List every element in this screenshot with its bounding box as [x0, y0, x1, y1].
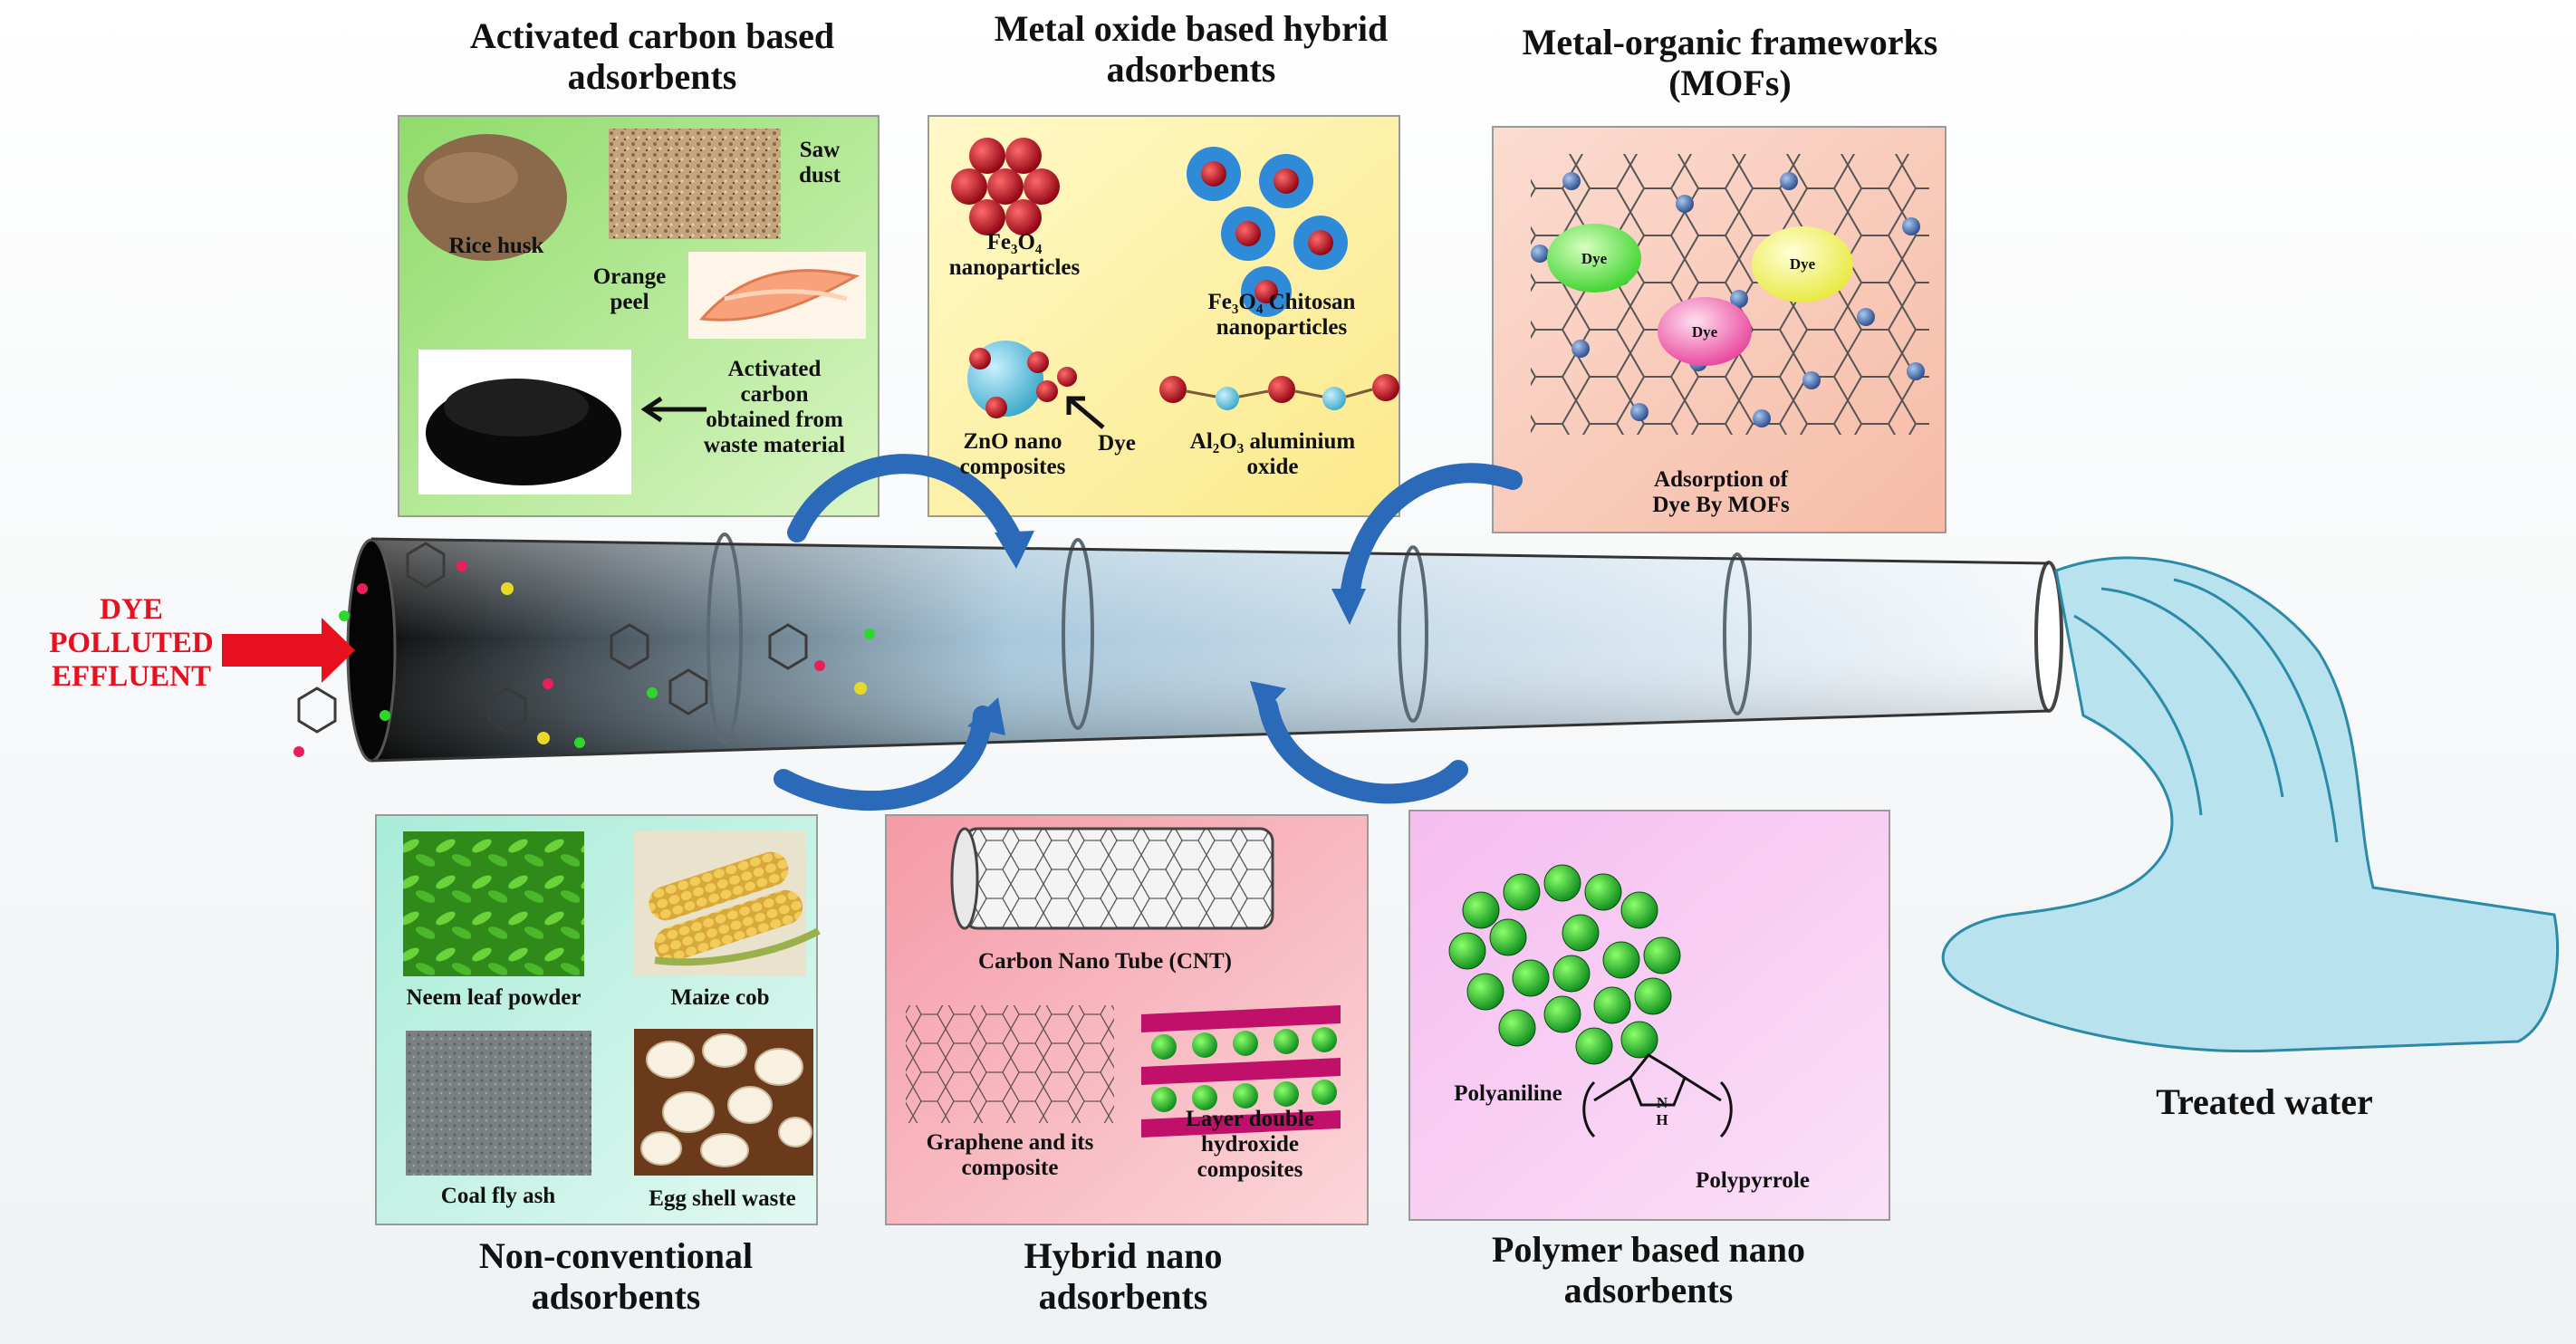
mof-dye-label-2: Dye: [1789, 255, 1816, 273]
curved-arrow-3: [1340, 463, 1523, 608]
graphene-image: [906, 1005, 1114, 1123]
cnt-label: Carbon Nano Tube (CNT): [978, 949, 1232, 974]
treated-water-label: Treated water: [2156, 1081, 2373, 1122]
polyaniline-label: Polyaniline: [1454, 1081, 1562, 1106]
inlet-arrow-icon: [222, 618, 355, 683]
arrow-pointer-icon: [1066, 396, 1105, 429]
polypyrrole-structure: [1582, 1053, 1733, 1138]
zno-label: ZnO nano composites: [959, 429, 1066, 479]
al2o3-label: Al₂O₃ aluminium oxide: [1189, 429, 1356, 479]
mof-dye-label-3: Dye: [1691, 323, 1718, 341]
coal-label: Coal fly ash: [440, 1184, 556, 1208]
ldh-image: [1141, 1005, 1341, 1138]
water-outflow-image: [1941, 556, 2560, 1053]
panel-metal-oxide: [928, 115, 1400, 517]
neem-label: Neem leaf powder: [406, 985, 582, 1010]
zno-composite-image: [967, 341, 1077, 418]
coal-fly-ash-image: [406, 1031, 591, 1176]
fe3o4-nanoparticles-image: [951, 138, 1060, 235]
rice-husk-label: Rice husk: [448, 234, 544, 258]
activated-carbon-title: Activated carbon based adsorbents: [469, 15, 835, 97]
dye-pink-molecule: [1658, 297, 1752, 366]
al2o3-image: [1159, 374, 1399, 410]
fe3o4-chitosan-image: [1187, 147, 1348, 317]
ldh-label: Layer double hydroxide composites: [1186, 1107, 1314, 1182]
curved-arrow-4: [1258, 696, 1468, 804]
mof-title: Metal-organic frameworks (MOFs): [1522, 22, 1938, 103]
arrow-left-icon: [640, 396, 706, 423]
dye-yellow-molecule: [1752, 226, 1853, 302]
dye-label: Dye: [1098, 431, 1136, 456]
curved-arrow-2: [774, 706, 993, 811]
neem-leaf-image: [403, 831, 584, 976]
egg-label: Egg shell waste: [649, 1186, 796, 1211]
pipe: [346, 533, 2063, 763]
polyaniline-image: [1448, 864, 1681, 1065]
mof-caption: Adsorption of Dye By MOFs: [1652, 467, 1790, 517]
non-conventional-title: Non-conventional adsorbents: [478, 1235, 754, 1317]
saw-dust-image: [609, 129, 781, 239]
dye-molecules-in-pipe: [297, 542, 808, 734]
fe3o4-label: Fe₃O₄ nanoparticles: [948, 230, 1081, 280]
maize-label: Maize cob: [670, 985, 770, 1010]
inlet-label: DYE POLLUTED EFFLUENT: [49, 593, 214, 693]
polymer-title: Polymer based nano adsorbents: [1492, 1229, 1805, 1310]
panel-polymer: [1408, 810, 1890, 1221]
hybrid-nano-title: Hybrid nano adsorbents: [1024, 1235, 1223, 1317]
saw-dust-label: Saw dust: [799, 138, 841, 187]
dye-green-molecule: [1547, 224, 1641, 293]
fe3o4-chitosan-label: Fe₃O₄ Chitosan nanoparticles: [1207, 290, 1356, 340]
graphene-label: Graphene and its composite: [926, 1130, 1094, 1180]
orange-peel-label: Orange peel: [592, 264, 667, 314]
metal-oxide-title: Metal oxide based hybrid adsorbents: [994, 8, 1389, 90]
activated-carbon-label: Activated carbon obtained from waste mat…: [703, 357, 846, 457]
mof-dye-label-1: Dye: [1581, 250, 1608, 267]
polypyrrole-label: Polypyrrole: [1696, 1168, 1810, 1193]
curved-arrow-1: [787, 454, 1024, 553]
nh-label: N H: [1656, 1094, 1668, 1129]
cnt-image: [950, 827, 1274, 930]
